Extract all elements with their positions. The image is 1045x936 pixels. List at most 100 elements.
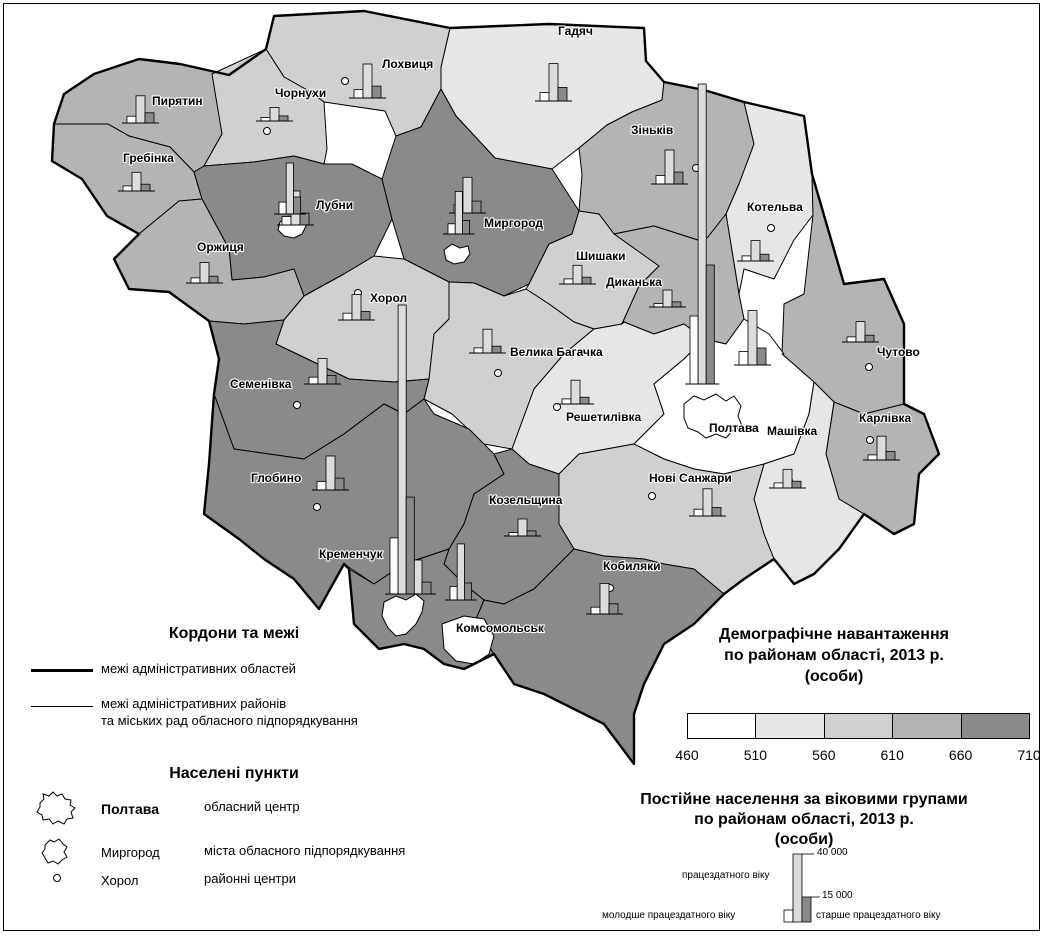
bar-old-hrebinka bbox=[140, 183, 151, 192]
scale-box-class-560-610 bbox=[823, 713, 894, 739]
scale-break-460: 460 bbox=[675, 747, 699, 763]
bar-working-myrhorod bbox=[462, 176, 473, 214]
legend-oblast-border-text: межі адміністративних областей bbox=[101, 661, 296, 676]
kremenchuk-city-area[interactable] bbox=[381, 593, 425, 637]
bar-young-m-komsomolsk bbox=[449, 586, 458, 601]
district-chornukhy[interactable] bbox=[203, 48, 328, 167]
bars-title-3: (особи) bbox=[774, 831, 834, 848]
district-label-novi-sanzhary: Нові Санжари bbox=[649, 471, 732, 485]
bars-title-2: по районам області, 2013 р. bbox=[694, 811, 914, 828]
bar-working-zinkiv bbox=[664, 149, 675, 185]
scale-box-class-660-710 bbox=[960, 713, 1030, 739]
bars-label-old: старше працездатного віку bbox=[816, 910, 941, 921]
bar-young-lokhvytsia bbox=[353, 89, 364, 99]
bar-young-m-myrhorod bbox=[447, 223, 456, 235]
bar-working-kozelshchyna bbox=[517, 518, 528, 537]
poltava-city-area[interactable] bbox=[683, 393, 743, 439]
rayon-center-kotelva bbox=[767, 224, 775, 232]
bar-young-mashivka bbox=[773, 482, 784, 489]
bar-old-kobyliaky bbox=[608, 603, 619, 615]
rayon-center-semenivka bbox=[293, 401, 301, 409]
district-label-reshetylivka: Решетилівка bbox=[566, 410, 641, 424]
bar-working-khorol bbox=[351, 294, 362, 321]
bar-old-m-lubny bbox=[292, 196, 301, 215]
bar-working-m-komsomolsk bbox=[456, 543, 465, 601]
bar-young-semenivka bbox=[308, 376, 319, 385]
district-label-kotelva: Котельва bbox=[747, 200, 803, 214]
bar-old-reshetylivka bbox=[579, 396, 590, 405]
sample-bar-working bbox=[792, 853, 803, 923]
bar-old-orzhytsia bbox=[208, 275, 219, 284]
bar-working-lokhvytsia bbox=[362, 63, 373, 99]
bar-old-shyshaky bbox=[581, 276, 592, 285]
bar-old-m-myrhorod bbox=[461, 219, 470, 235]
district-komsomolsk[interactable] bbox=[441, 615, 495, 665]
rayon-center-hlobyno bbox=[313, 503, 321, 511]
bar-old-kremenchutskyi-raion bbox=[421, 581, 432, 595]
bars-value-mid: 15 000 bbox=[822, 890, 853, 901]
bar-old-velyka-bahachka bbox=[491, 345, 502, 354]
scale-break-610: 610 bbox=[880, 747, 904, 763]
bar-old-karlivka bbox=[885, 451, 896, 461]
bar-young-orzhytsia bbox=[190, 277, 201, 284]
district-label-hrebinka: Гребінка bbox=[123, 151, 174, 165]
bar-old-novi-sanzhary bbox=[711, 507, 722, 517]
bar-working-m-kremenchuk bbox=[397, 304, 407, 595]
bar-young-chutovo bbox=[846, 336, 857, 343]
oblast-border bbox=[50, 9, 941, 766]
bar-working-poltavskyi-raion bbox=[747, 310, 758, 366]
bar-old-khorol bbox=[360, 311, 371, 321]
legend-rayon-border-text-2: та міських рад обласного підпорядкування bbox=[101, 713, 358, 728]
legend-borders-title: Кордони та межі bbox=[168, 625, 300, 642]
legend-oblast-border-sample bbox=[31, 669, 93, 672]
district-label-pyriatyn: Пирятин bbox=[152, 94, 203, 108]
bar-working-karlivka bbox=[876, 435, 887, 461]
district-label-kozelshchyna: Козельщина bbox=[489, 493, 563, 507]
scale-break-660: 660 bbox=[948, 747, 973, 763]
rayon-center-velyka-bahachka bbox=[494, 369, 502, 377]
bar-working-mashivka bbox=[782, 468, 793, 489]
bar-old-kotelva bbox=[759, 253, 770, 262]
bar-young-novi-sanzhary bbox=[693, 508, 704, 517]
bar-working-dykanka bbox=[662, 289, 673, 308]
district-label-orzhytsia: Оржиця bbox=[197, 240, 244, 254]
legend-center-desc: районні центри bbox=[204, 871, 296, 886]
bar-young-kotelva bbox=[741, 255, 752, 262]
bar-young-karlivka bbox=[867, 454, 878, 461]
bar-old-hlobyno bbox=[334, 477, 345, 491]
district-label-dykanka: Диканька bbox=[606, 275, 662, 289]
legend-capital-name: Полтава bbox=[101, 801, 160, 817]
bar-old-semenivka bbox=[326, 375, 337, 385]
legend-capital-desc: обласний центр bbox=[204, 799, 300, 814]
bar-working-reshetylivka bbox=[570, 379, 581, 405]
bar-young-reshetylivka bbox=[561, 398, 572, 405]
legend-settlements-title: Населені пункти bbox=[169, 765, 299, 782]
bar-old-kozelshchyna bbox=[526, 530, 537, 537]
bar-working-orzhytsia bbox=[199, 262, 210, 284]
bar-young-lubny bbox=[281, 216, 292, 226]
district-label-lokhvytsia: Лохвиця bbox=[382, 57, 433, 71]
bars-value-max: 40 000 bbox=[817, 847, 848, 858]
bar-old-myrhorod bbox=[471, 200, 482, 214]
choropleth-title-2: по районам області, 2013 р. bbox=[724, 647, 944, 664]
bar-young-hrebinka bbox=[122, 185, 133, 192]
scale-break-710: 710 bbox=[1017, 747, 1040, 763]
bar-young-hlobyno bbox=[316, 481, 327, 491]
bar-old-zinkiv bbox=[673, 171, 684, 185]
legend-rayon-border-text-1: межі адміністративних районів bbox=[101, 696, 287, 711]
scale-break-560: 560 bbox=[812, 747, 836, 763]
bar-young-kobyliaky bbox=[590, 606, 601, 615]
bar-working-chutovo bbox=[855, 321, 866, 343]
district-label-zinkiv: Зіньків bbox=[631, 123, 673, 137]
scale-box-class-510-560 bbox=[755, 713, 825, 739]
district-label-khorol: Хорол bbox=[370, 291, 407, 305]
bar-working-kobyliaky bbox=[599, 583, 610, 615]
bar-old-m-poltava bbox=[705, 264, 715, 385]
myrhorod-city-area[interactable] bbox=[443, 243, 471, 265]
bar-old-pyriatyn bbox=[144, 112, 155, 124]
bar-old-chornukhy bbox=[278, 115, 289, 122]
bar-working-m-poltava bbox=[697, 83, 707, 385]
bar-young-pyriatyn bbox=[126, 115, 137, 124]
district-label-kremenchuk: Кременчук bbox=[319, 547, 384, 561]
